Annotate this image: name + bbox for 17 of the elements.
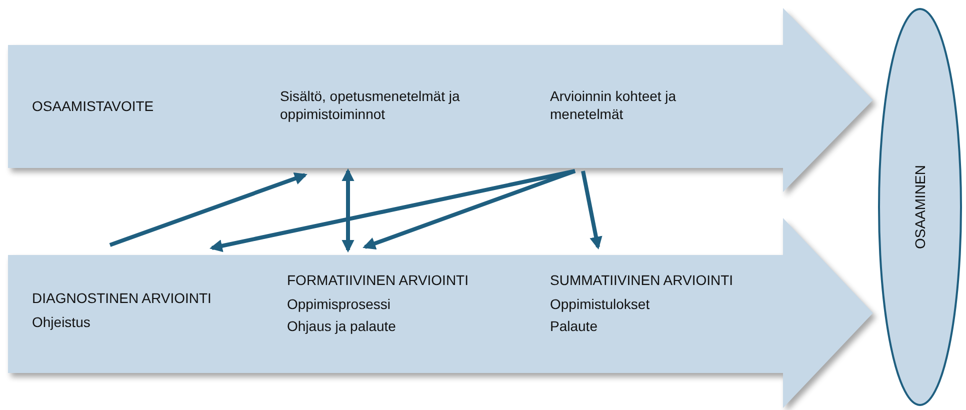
heading-text: Arvioinnin kohteet ja menetelmät — [550, 88, 678, 123]
heading-text: OSAAMISTAVOITE — [32, 98, 154, 116]
item-text: Palaute — [550, 318, 598, 336]
arrow — [581, 170, 602, 250]
arrow — [342, 168, 354, 253]
item-text: Oppimistulokset — [550, 296, 650, 313]
item-text: Ohjaus ja palaute — [287, 318, 396, 336]
heading-text: FORMATIIVINEN ARVIOINTI — [287, 272, 469, 290]
arrow — [210, 169, 576, 252]
arrow — [362, 169, 576, 250]
item-text: Oppimisprosessi — [287, 296, 390, 313]
ellipse-label: OSAAMINEN — [912, 165, 928, 249]
heading-text: SUMMATIIVINEN ARVIOINTI — [550, 272, 734, 290]
item-text: Ohjeistus — [32, 314, 90, 331]
heading-text: DIAGNOSTINEN ARVIOINTI — [32, 290, 212, 308]
heading-text: Sisältö, opetusmenetelmät ja oppimistoiminnot — [280, 88, 461, 123]
arrow — [109, 172, 308, 247]
